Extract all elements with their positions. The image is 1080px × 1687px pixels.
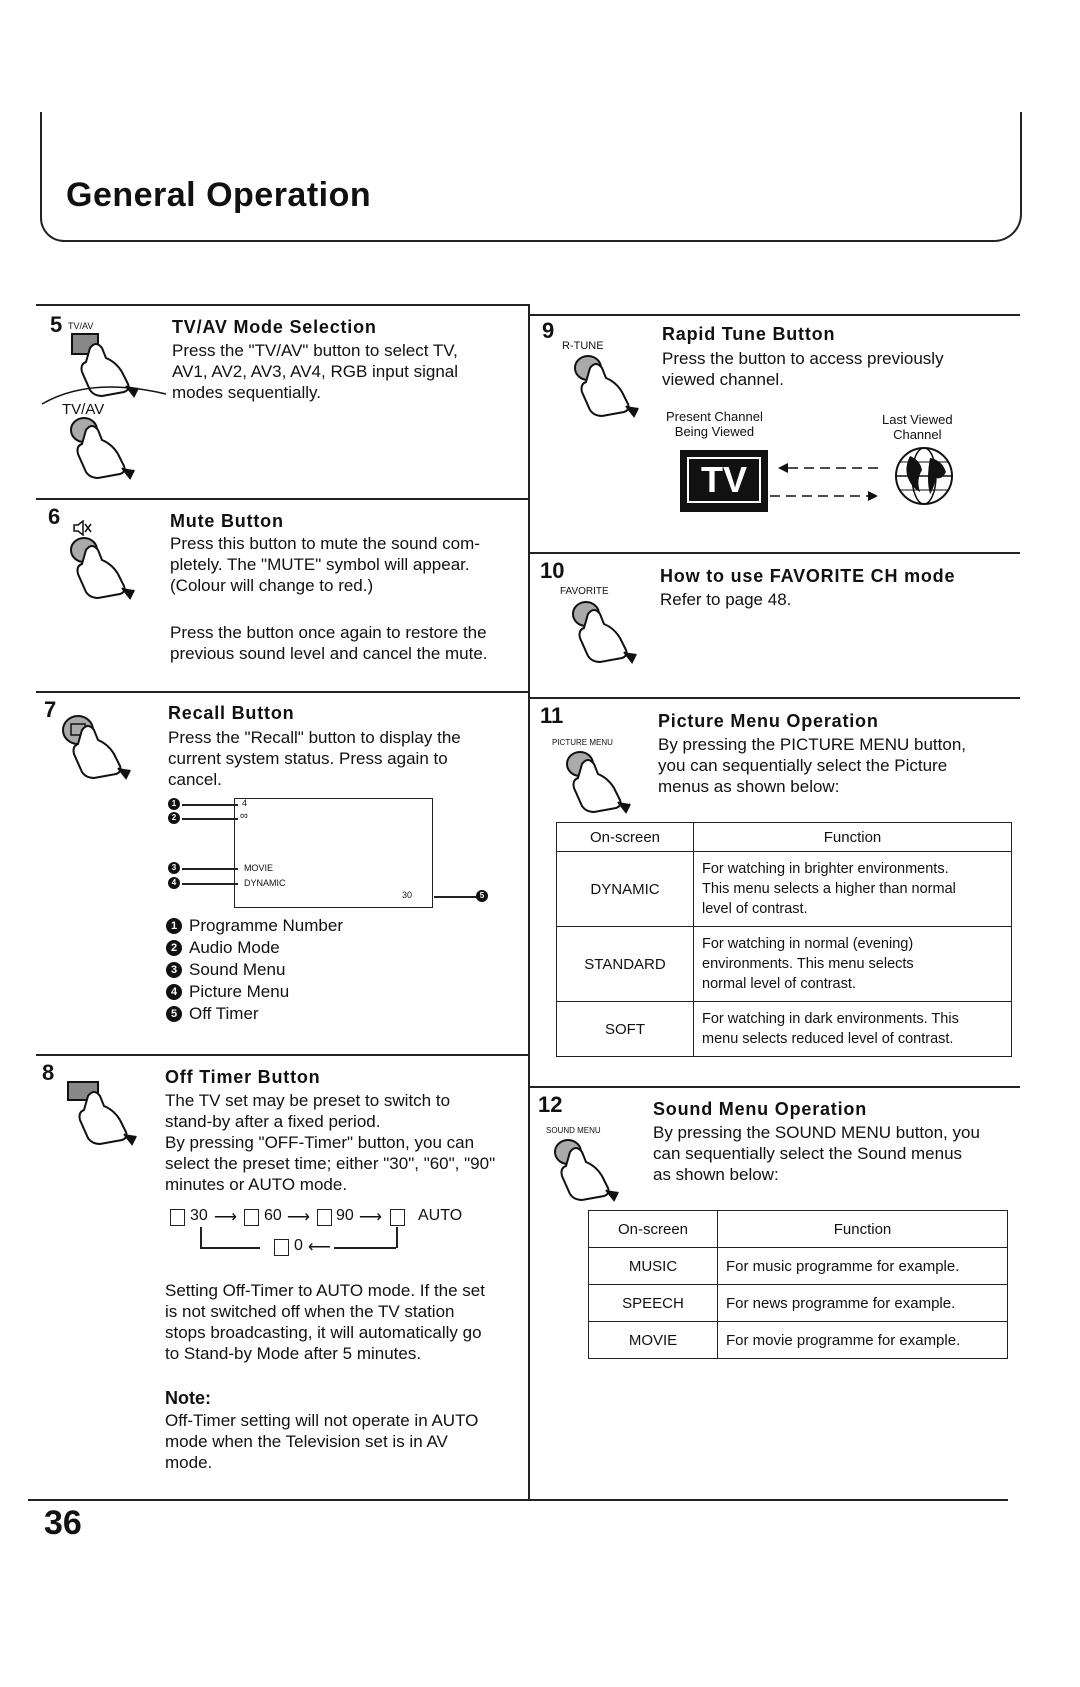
section-heading: Recall Button (168, 703, 295, 723)
button-label: TV/AV (68, 321, 94, 331)
picture-menu-button-icon (566, 751, 631, 814)
sound-menu-table: On-screen Function MUSIC For music progr… (588, 1210, 1008, 1359)
picture-menu-table: On-screen Function DYNAMIC For watching … (556, 822, 1012, 1057)
sound-menu-button-icon (554, 1139, 619, 1202)
diagram-sound-value: MOVIE (244, 863, 274, 873)
section-number: 11 (540, 703, 564, 728)
hand-press-icon (70, 417, 135, 480)
table-row: MOVIE For movie programme for example. (588, 1321, 1008, 1359)
section-body: Press the button to access previously vi… (662, 349, 944, 389)
curve-line (41, 386, 167, 405)
section-number: 7 (44, 697, 57, 722)
button-label: FAVORITE (560, 586, 609, 597)
divider (36, 1054, 528, 1056)
section-number: 12 (538, 1092, 563, 1117)
table-header-row: On-screen Function (556, 822, 1012, 852)
mute-icon (73, 520, 92, 536)
table-row: SOFT For watching in dark environments. … (556, 1001, 1012, 1057)
table-header-row: On-screen Function (588, 1210, 1008, 1248)
divider (530, 697, 1020, 699)
table-row: SPEECH For news programme for example. (588, 1284, 1008, 1322)
section-number: 5 (50, 312, 63, 337)
table-row: STANDARD For watching in normal (evening… (556, 926, 1012, 1002)
section-body: Press the "TV/AV" button to select TV, A… (172, 341, 459, 402)
diagram-audio-value: ∞ (240, 810, 248, 822)
button-label: SOUND MENU (546, 1126, 601, 1135)
swap-arrows-icon (770, 463, 880, 501)
note-title: Note: (165, 1388, 211, 1408)
hand-press-icon (70, 537, 135, 600)
button-label: PICTURE MENU (552, 738, 613, 747)
tvav-button-icon (71, 333, 139, 398)
divider (36, 498, 528, 500)
tv-icon: TV (680, 450, 768, 512)
section-number: 9 (542, 318, 555, 343)
section-body: Setting Off-Timer to AUTO mode. If the s… (165, 1281, 485, 1363)
divider (528, 304, 530, 1499)
button-label: R-TUNE (562, 340, 604, 352)
section-body: By pressing the PICTURE MENU button, you… (658, 735, 967, 796)
title-frame (40, 112, 1022, 242)
section-body: Refer to page 48. (660, 590, 792, 609)
section-number: 6 (48, 504, 61, 529)
note-text: Off-Timer setting will not operate in AU… (165, 1411, 479, 1472)
off-timer-button-icon (67, 1081, 137, 1146)
section-heading: Off Timer Button (165, 1067, 321, 1087)
page-title: General Operation (66, 176, 372, 214)
globe-icon (895, 447, 953, 505)
section-number: 8 (42, 1060, 55, 1085)
timer-sequence: 30 ⟶ 60 ⟶ 90 ⟶ AUTO 0 ⟵ (170, 1207, 490, 1261)
diagram-programme-value: 4 (242, 798, 248, 808)
divider (530, 552, 1020, 554)
recall-button-icon (62, 715, 131, 780)
section-heading: TV/AV Mode Selection (172, 317, 377, 337)
r-tune-button-icon (574, 355, 639, 418)
section-number: 10 (540, 558, 565, 583)
table-row: MUSIC For music programme for example. (588, 1247, 1008, 1285)
section-body: Press the button once again to restore t… (170, 623, 488, 663)
divider (28, 1499, 1008, 1501)
section-heading: Sound Menu Operation (653, 1099, 867, 1119)
divider (36, 691, 528, 693)
divider (530, 1086, 1020, 1088)
diagram-picture-value: DYNAMIC (244, 878, 286, 888)
section-heading: Picture Menu Operation (658, 711, 879, 731)
section-heading: Mute Button (170, 511, 284, 531)
table-row: DYNAMIC For watching in brighter environ… (556, 851, 1012, 927)
section-body: By pressing the SOUND MENU button, you c… (653, 1123, 980, 1184)
page-number: 36 (44, 1504, 82, 1542)
section-body: Press the "Recall" button to display the… (168, 728, 461, 789)
divider (530, 314, 1020, 316)
diagram-timer-value: 30 (402, 890, 413, 900)
divider (36, 304, 528, 306)
section-body: The TV set may be preset to switch to st… (165, 1091, 496, 1194)
present-channel-label: Present Channel Being Viewed (666, 409, 763, 439)
section-heading: How to use FAVORITE CH mode (660, 566, 956, 586)
recall-screen-diagram: 1 4 2 ∞ 3 MOVIE 4 DYNAMIC 30 5 (166, 798, 488, 910)
button-label: TV/AV (62, 401, 105, 418)
favorite-button-icon (572, 601, 637, 664)
section-body: Press this button to mute the sound com-… (170, 534, 480, 595)
section-heading: Rapid Tune Button (662, 324, 836, 344)
last-viewed-label: Last Viewed Channel (882, 412, 953, 442)
